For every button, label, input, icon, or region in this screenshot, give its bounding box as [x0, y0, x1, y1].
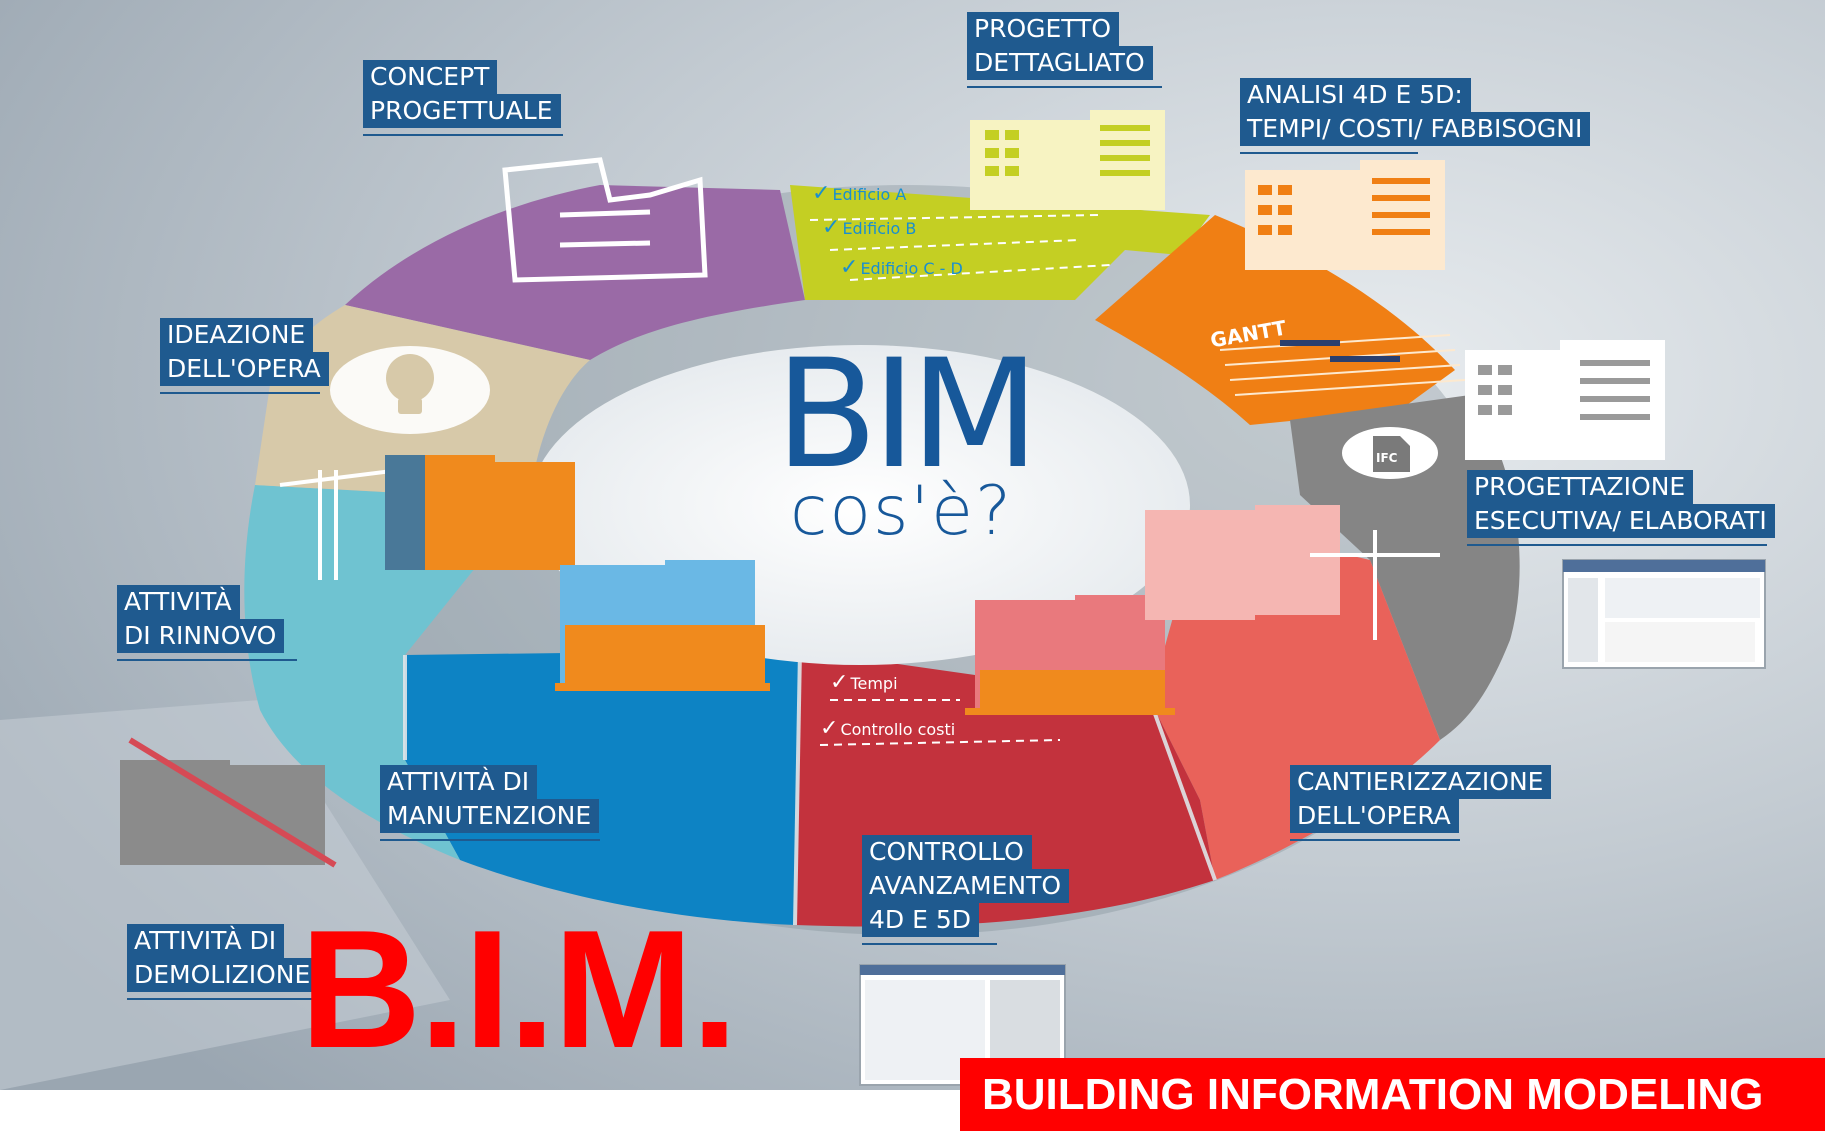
- bim-banner: BUILDING INFORMATION MODELING: [960, 1058, 1825, 1131]
- label-progetto: PROGETTO DETTAGLIATO: [967, 12, 1162, 88]
- label-analisi: ANALISI 4D E 5D: TEMPI/ COSTI/ FABBISOGN…: [1240, 78, 1591, 154]
- edifici-label-b: Edificio B: [842, 219, 917, 238]
- edifici-label-cd: Edificio C - D: [860, 259, 963, 278]
- segment-concept: [345, 185, 805, 360]
- label-line: 4D E 5D: [862, 903, 980, 937]
- label-line: TEMPI/ COSTI/ FABBISOGNI: [1240, 112, 1591, 146]
- lightbulb-icon: [330, 346, 490, 434]
- controllo-building-icon: [965, 595, 1175, 715]
- ifc-label: IFC: [1376, 451, 1398, 465]
- label-line: ATTIVITÀ DI: [127, 924, 285, 958]
- check-icon: ✓: [820, 716, 839, 741]
- label-line: ATTIVITÀ DI: [380, 765, 538, 799]
- label-ideazione: IDEAZIONE DELL'OPERA: [160, 318, 329, 394]
- label-line: PROGETTAZIONE: [1467, 470, 1694, 504]
- label-line: ATTIVITÀ: [117, 585, 240, 619]
- crane-icon: [279, 468, 401, 580]
- label-manutenzione: ATTIVITÀ DI MANUTENZIONE: [380, 765, 600, 841]
- segment-manutenzione: [405, 650, 800, 925]
- rinnovo-building-icon: [385, 455, 575, 570]
- check-icon: ✓: [830, 670, 849, 695]
- progetto-building-icon: [970, 110, 1165, 210]
- label-line: DETTAGLIATO: [967, 46, 1153, 80]
- label-line: CANTIERIZZAZIONE: [1290, 765, 1552, 799]
- label-line: DEMOLIZIONE: [127, 958, 319, 992]
- label-line: PROGETTO: [967, 12, 1120, 46]
- label-controllo: CONTROLLO AVANZAMENTO 4D E 5D: [862, 835, 1070, 945]
- controllo-item-tempi: ✓Tempi: [830, 670, 898, 695]
- label-line: DELL'OPERA: [160, 352, 329, 386]
- manutenzione-building-icon: [555, 560, 770, 691]
- edifici-item-a: ✓Edificio A: [812, 181, 906, 206]
- edifici-item-cd: ✓Edificio C - D: [840, 255, 963, 280]
- controllo-item-costi: ✓Controllo costi: [820, 716, 955, 741]
- check-icon: ✓: [822, 215, 841, 240]
- analisi-building-icon: [1245, 160, 1445, 270]
- segment-progettazione: [1290, 395, 1520, 740]
- ifc-file-icon: [1342, 427, 1438, 479]
- progettazione-building-icon: [1465, 340, 1665, 460]
- label-concept: CONCEPT PROGETTUALE: [363, 60, 563, 136]
- label-line: ESECUTIVA/ ELABORATI: [1467, 504, 1775, 538]
- controllo-label-costi: Controllo costi: [840, 720, 956, 739]
- cantierizzazione-building-icon: [1145, 505, 1440, 640]
- demolizione-building-icon: [120, 737, 337, 868]
- label-line: PROGETTUALE: [363, 94, 561, 128]
- label-rinnovo: ATTIVITÀ DI RINNOVO: [117, 585, 297, 661]
- check-icon: ✓: [812, 181, 831, 206]
- edifici-label-a: Edificio A: [832, 185, 907, 204]
- label-line: ANALISI 4D E 5D:: [1240, 78, 1471, 112]
- edifici-item-b: ✓Edificio B: [822, 215, 916, 240]
- label-line: MANUTENZIONE: [380, 799, 600, 833]
- concept-building-icon: [502, 157, 708, 283]
- label-line: IDEAZIONE: [160, 318, 314, 352]
- label-progettazione: PROGETTAZIONE ESECUTIVA/ ELABORATI: [1467, 470, 1775, 546]
- label-demolizione: ATTIVITÀ DI DEMOLIZIONE: [127, 924, 327, 1000]
- bim-acronym: B.I.M.: [300, 895, 738, 1083]
- light-beam: [0, 700, 450, 1090]
- segment-analisi: [1095, 215, 1455, 425]
- label-line: AVANZAMENTO: [862, 869, 1070, 903]
- label-cantierizzazione: CANTIERIZZAZIONE DELL'OPERA: [1290, 765, 1552, 841]
- controllo-label-tempi: Tempi: [850, 674, 898, 693]
- gantt-chart-icon: [1219, 334, 1466, 396]
- label-line: CONCEPT: [363, 60, 498, 94]
- check-icon: ✓: [840, 255, 859, 280]
- center-subtitle: cos'è?: [790, 472, 1014, 551]
- label-line: DELL'OPERA: [1290, 799, 1459, 833]
- label-line: CONTROLLO: [862, 835, 1032, 869]
- center-title: BIM: [775, 328, 1040, 502]
- software-screenshot-thumbnail: [1562, 559, 1766, 669]
- label-line: DI RINNOVO: [117, 619, 285, 653]
